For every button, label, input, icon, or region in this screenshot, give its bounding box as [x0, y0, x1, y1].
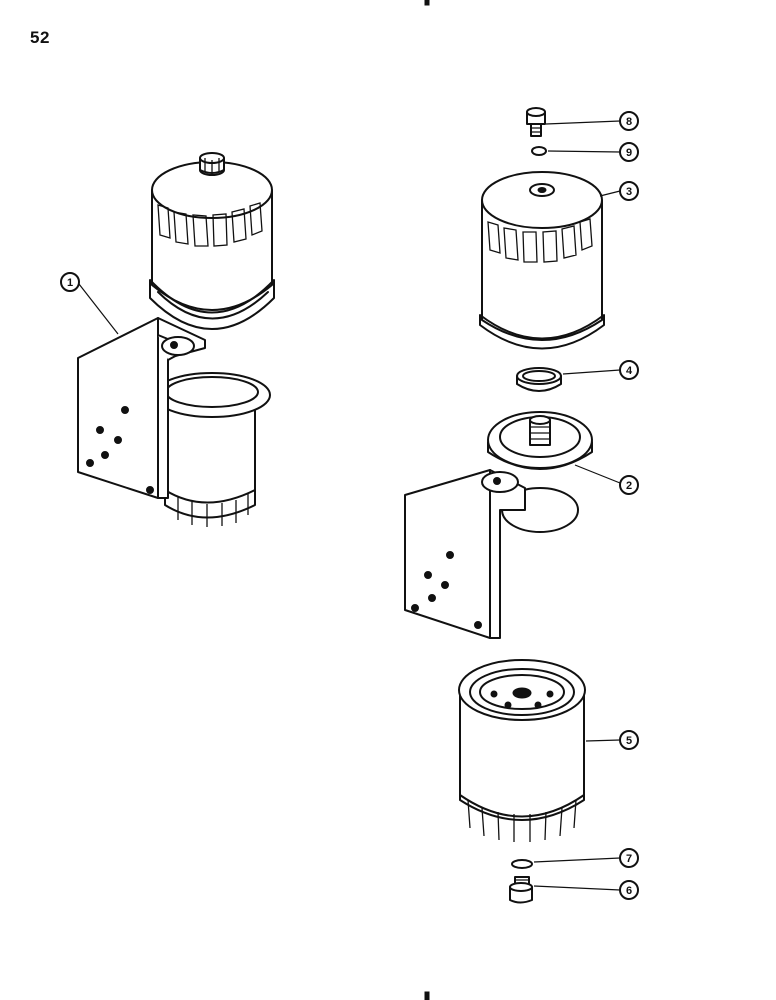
part-9-washer: [531, 146, 547, 156]
callout-2-label: 2: [626, 480, 632, 492]
callout-1-label: 1: [67, 277, 73, 289]
leader-lines: [78, 120, 621, 891]
callout-6-label: 6: [626, 885, 632, 897]
callout-7: 7: [619, 848, 639, 868]
part-6-drain-plug: [509, 876, 533, 904]
bottom-crop-mark: [424, 991, 430, 1000]
callout-4-label: 4: [626, 365, 633, 377]
part-4-gasket: [516, 367, 562, 392]
callout-5-label: 5: [626, 735, 632, 747]
callout-4: 4: [619, 360, 639, 380]
callout-8-label: 8: [626, 116, 632, 128]
part-8-bolt: [526, 107, 546, 137]
callout-3: 3: [619, 181, 639, 201]
callout-9: 9: [619, 142, 639, 162]
callout-7-label: 7: [626, 853, 632, 865]
callout-2: 2: [619, 475, 639, 495]
callout-3-label: 3: [626, 186, 632, 198]
part-5-filter-element: [458, 659, 586, 842]
page-number: 52: [30, 28, 50, 47]
callout-5: 5: [619, 730, 639, 750]
assembled-filter-illustration: [77, 152, 275, 527]
callout-9-label: 9: [626, 147, 632, 159]
part-2-filter-head-bracket: [404, 411, 593, 639]
callout-6: 6: [619, 880, 639, 900]
part-3-filter-canister: [479, 171, 605, 350]
callout-8: 8: [619, 111, 639, 131]
callout-1: 1: [60, 272, 80, 292]
part-7-washer: [511, 859, 533, 869]
top-crop-mark: [424, 0, 430, 6]
